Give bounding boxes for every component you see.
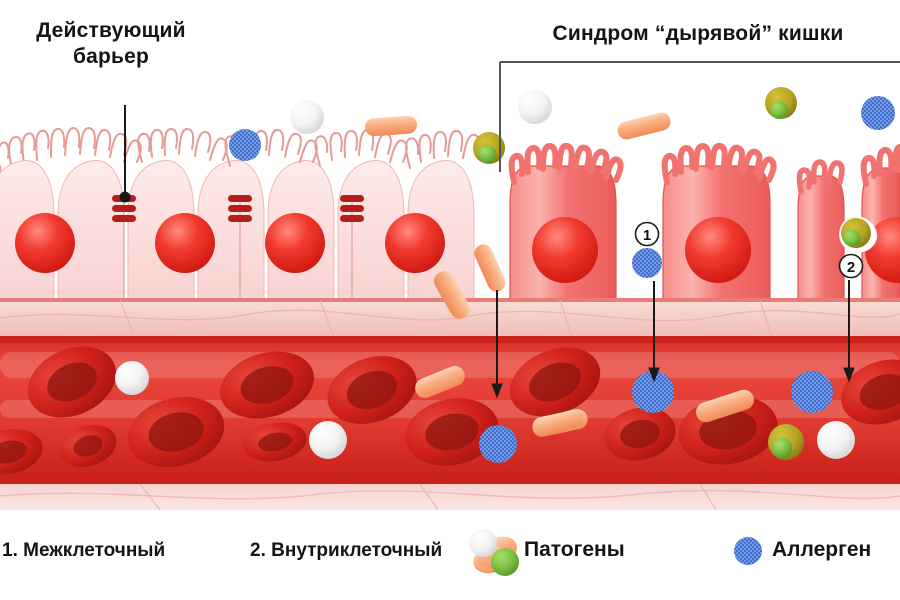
allergen-sphere-icon xyxy=(479,425,517,463)
white-blood-cell xyxy=(309,421,347,459)
allergen-sphere-icon xyxy=(632,248,662,278)
pathogen-cluster-icon xyxy=(469,529,519,576)
pathogen-cluster xyxy=(765,87,797,119)
legend-item-allergen: Аллерген xyxy=(772,538,872,561)
pathogen-cluster xyxy=(473,132,505,164)
leaky-epithelium-group: 1 2 xyxy=(508,142,900,301)
epithelial-cell-leaky xyxy=(796,159,845,301)
white-blood-cell xyxy=(115,361,149,395)
red-blood-cell xyxy=(509,347,601,417)
cell-nucleus xyxy=(15,213,75,273)
tight-junction xyxy=(228,195,252,222)
white-blood-cell xyxy=(817,421,855,459)
leak-arrow-1 xyxy=(491,290,503,399)
legend-icons-group xyxy=(469,529,762,576)
leak-arrow-2 xyxy=(648,281,660,383)
barrier-label: Действующий барьер xyxy=(6,18,216,69)
barrier-label-line2: барьер xyxy=(72,44,150,68)
red-blood-cell xyxy=(127,396,225,468)
healthy-epithelium-group xyxy=(0,126,480,331)
red-blood-cell xyxy=(220,351,314,419)
allergen-sphere-icon xyxy=(861,96,895,130)
allergen-sphere-icon xyxy=(734,537,762,565)
pathogen-green-icon xyxy=(843,229,861,247)
leaky-gut-title: Синдром “дырявой” кишки xyxy=(552,22,844,45)
marker-transcellular: 2 xyxy=(838,216,878,279)
white-sphere-icon xyxy=(290,100,324,134)
allergen-sphere-icon xyxy=(791,371,833,413)
red-blood-cell xyxy=(327,356,417,424)
tight-junction xyxy=(340,195,364,222)
pathogen-rod xyxy=(365,115,417,137)
epithelial-cell-leaky xyxy=(508,142,624,301)
red-blood-cell xyxy=(405,398,499,466)
pathogen-rod xyxy=(415,366,465,398)
red-blood-cell xyxy=(27,346,117,418)
cell-nucleus xyxy=(385,213,445,273)
barrier-pointer-dot xyxy=(119,191,131,203)
allergen-sphere-icon xyxy=(229,129,261,161)
pathogen-rod xyxy=(695,389,755,423)
legend-item-paracellular: 1. Межклеточный xyxy=(2,540,166,561)
tight-junction-group xyxy=(112,195,364,222)
red-blood-cell xyxy=(0,429,43,475)
pathogen-rod xyxy=(617,112,671,140)
epithelial-cell-leaky xyxy=(860,143,900,301)
pathogen-rod xyxy=(474,244,506,292)
red-blood-cell xyxy=(243,422,307,462)
legend-item-pathogens: Патогены xyxy=(524,538,625,561)
pathogen-rod xyxy=(434,271,470,319)
red-blood-cell xyxy=(604,407,676,461)
pathogen-rod xyxy=(532,409,584,437)
white-sphere-icon xyxy=(518,90,552,124)
cell-nucleus xyxy=(532,217,598,283)
red-blood-cell xyxy=(59,424,117,468)
red-blood-cell xyxy=(841,359,900,425)
annotation-lines-group xyxy=(119,61,900,399)
marker-2-label: 2 xyxy=(847,259,855,276)
pathogen-cluster-blood xyxy=(768,424,804,460)
vessel-wall-bottom xyxy=(0,484,900,510)
luminal-particles-group xyxy=(229,87,895,292)
cell-nucleus xyxy=(265,213,325,273)
legend-item-transcellular: 2. Внутриклеточный xyxy=(250,540,443,561)
blood-vessel-group xyxy=(0,271,900,511)
marker-1-label: 1 xyxy=(643,227,651,244)
red-blood-cell-group xyxy=(0,346,900,475)
allergen-sphere-icon xyxy=(632,371,674,413)
epithelial-cell-leaky xyxy=(661,142,777,301)
cell-nucleus xyxy=(685,217,751,283)
leak-arrow-3 xyxy=(843,280,855,383)
cell-nucleus xyxy=(155,213,215,273)
barrier-label-line1: Действующий xyxy=(36,19,186,42)
marker-paracellular: 1 xyxy=(634,221,660,247)
